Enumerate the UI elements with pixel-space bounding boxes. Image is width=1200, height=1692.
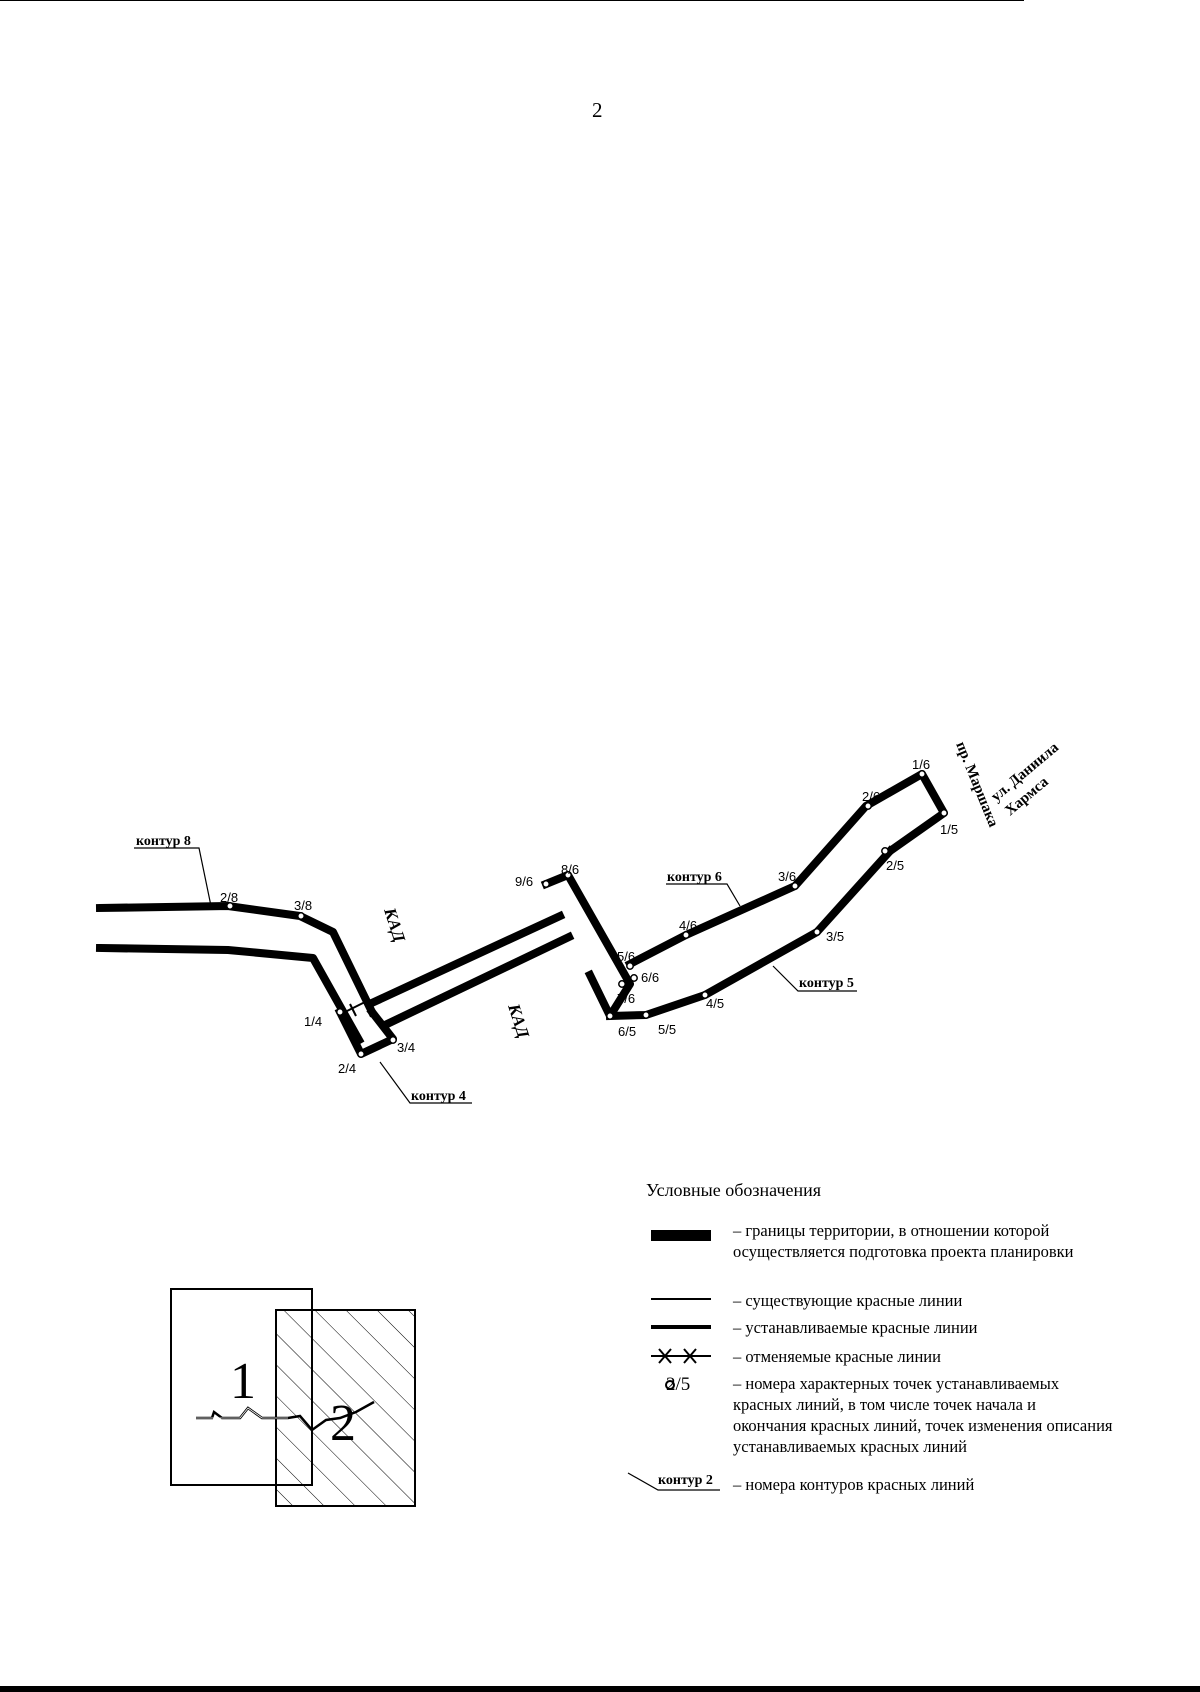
legend-symbols [627, 1230, 720, 1491]
label-2-8: 2/8 [220, 890, 238, 905]
characteristic-points [226, 770, 948, 1058]
legend-contour-sample: контур 2 [658, 1473, 713, 1488]
point-3-6 [791, 882, 799, 890]
point-2-6 [864, 802, 872, 810]
top-rule [0, 0, 1024, 1]
point-6-5 [606, 1012, 614, 1020]
inset-sheet-2 [275, 1309, 416, 1507]
sheet-overview-inset: 1 2 [170, 1288, 416, 1507]
legend-cross-marks-icon [658, 1348, 697, 1364]
point-5-5 [642, 1011, 650, 1019]
inset-sheet-1 [170, 1288, 313, 1486]
point-2-5 [881, 847, 889, 855]
label-5-5: 5/5 [658, 1022, 676, 1037]
label-6-6: 6/6 [641, 970, 659, 985]
point-5-6 [626, 962, 634, 970]
legend-item-existing-text: – существующие красные линии [733, 1291, 963, 1310]
label-8-6: 8/6 [561, 862, 579, 877]
point-2-4 [357, 1050, 365, 1058]
point-1-4 [336, 1008, 344, 1016]
inset-route-inner [196, 1407, 288, 1419]
bottom-rule [0, 1686, 1200, 1692]
leader-contour-5 [772, 965, 857, 992]
label-3-5: 3/5 [826, 929, 844, 944]
point-1-5 [940, 809, 948, 817]
contour-leaders [134, 847, 857, 1104]
leader-contour-6 [666, 883, 741, 907]
label-kad-south: КАД [504, 1000, 534, 1041]
legend-contour-leader-icon [627, 1472, 720, 1491]
cancelled-line-mark [344, 1001, 366, 1017]
legend-item-cancelled-text: – отменяемые красные линии [733, 1347, 941, 1366]
label-1-4: 1/4 [304, 1014, 322, 1029]
point-3-8 [297, 912, 305, 920]
label-9-6: 9/6 [515, 874, 533, 889]
point-3-4 [389, 1036, 397, 1044]
label-2-5: 2/5 [886, 858, 904, 873]
legend-item-points-text: – номера характерных точек устанавливаем… [733, 1374, 1113, 1456]
label-3-6: 3/6 [778, 869, 796, 884]
legend-thick-bar-icon [651, 1230, 711, 1241]
label-kad-north: КАД [380, 904, 410, 945]
label-5-6: 5/6 [617, 949, 635, 964]
label-2-6: 2/6 [862, 789, 880, 804]
boundary-kad-lower [379, 931, 575, 1031]
legend-item-established-text: – устанавливаемые красные линии [733, 1318, 978, 1337]
legend-title: Условные обозначения [646, 1180, 822, 1200]
inset-label-2: 2 [330, 1395, 356, 1452]
inset-label-1: 1 [230, 1353, 256, 1410]
point-4-5 [701, 991, 709, 999]
label-marshak-prospect: пр. Маршака [952, 740, 1001, 830]
point-8-6 [564, 871, 572, 879]
point-9-6 [542, 880, 550, 888]
point-2-8 [226, 902, 234, 910]
label-2-4: 2/4 [338, 1061, 356, 1076]
label-7-6: 7/6 [617, 991, 635, 1006]
point-1-6 [918, 770, 926, 778]
point-7-6 [618, 980, 626, 988]
boundary-east-bar [540, 871, 634, 1020]
label-1-6: 1/6 [912, 757, 930, 772]
label-1-5: 1/5 [940, 822, 958, 837]
boundary-kad-upper [368, 910, 566, 1008]
page-number: 2 [592, 98, 603, 122]
label-4-6: 4/6 [679, 918, 697, 933]
label-contour-6: контур 6 [667, 870, 722, 885]
legend-item-contours-text: – номера контуров красных линий [733, 1475, 975, 1494]
boundary-west-lower [95, 943, 365, 1046]
leader-contour-4 [379, 1061, 472, 1104]
label-3-8: 3/8 [294, 898, 312, 913]
legend-item-boundary-text: – границы территории, в отношении которо… [733, 1221, 1074, 1261]
leader-contour-8 [134, 847, 212, 907]
label-6-5: 6/5 [618, 1024, 636, 1039]
label-contour-8: контур 8 [136, 834, 191, 849]
label-4-5: 4/5 [706, 996, 724, 1011]
point-4-6 [682, 931, 690, 939]
label-3-4: 3/4 [397, 1040, 415, 1055]
point-3-5 [813, 928, 821, 936]
point-6-6 [630, 974, 638, 982]
legend-point-sample: 2/5 [666, 1374, 691, 1395]
label-contour-4: контур 4 [411, 1089, 466, 1104]
label-contour-5: контур 5 [799, 976, 854, 991]
point-labels: 2/8 3/8 1/4 2/4 3/4 9/6 8/6 7/6 6/6 5/6 … [220, 757, 958, 1076]
legend-point-icon [665, 1380, 675, 1390]
